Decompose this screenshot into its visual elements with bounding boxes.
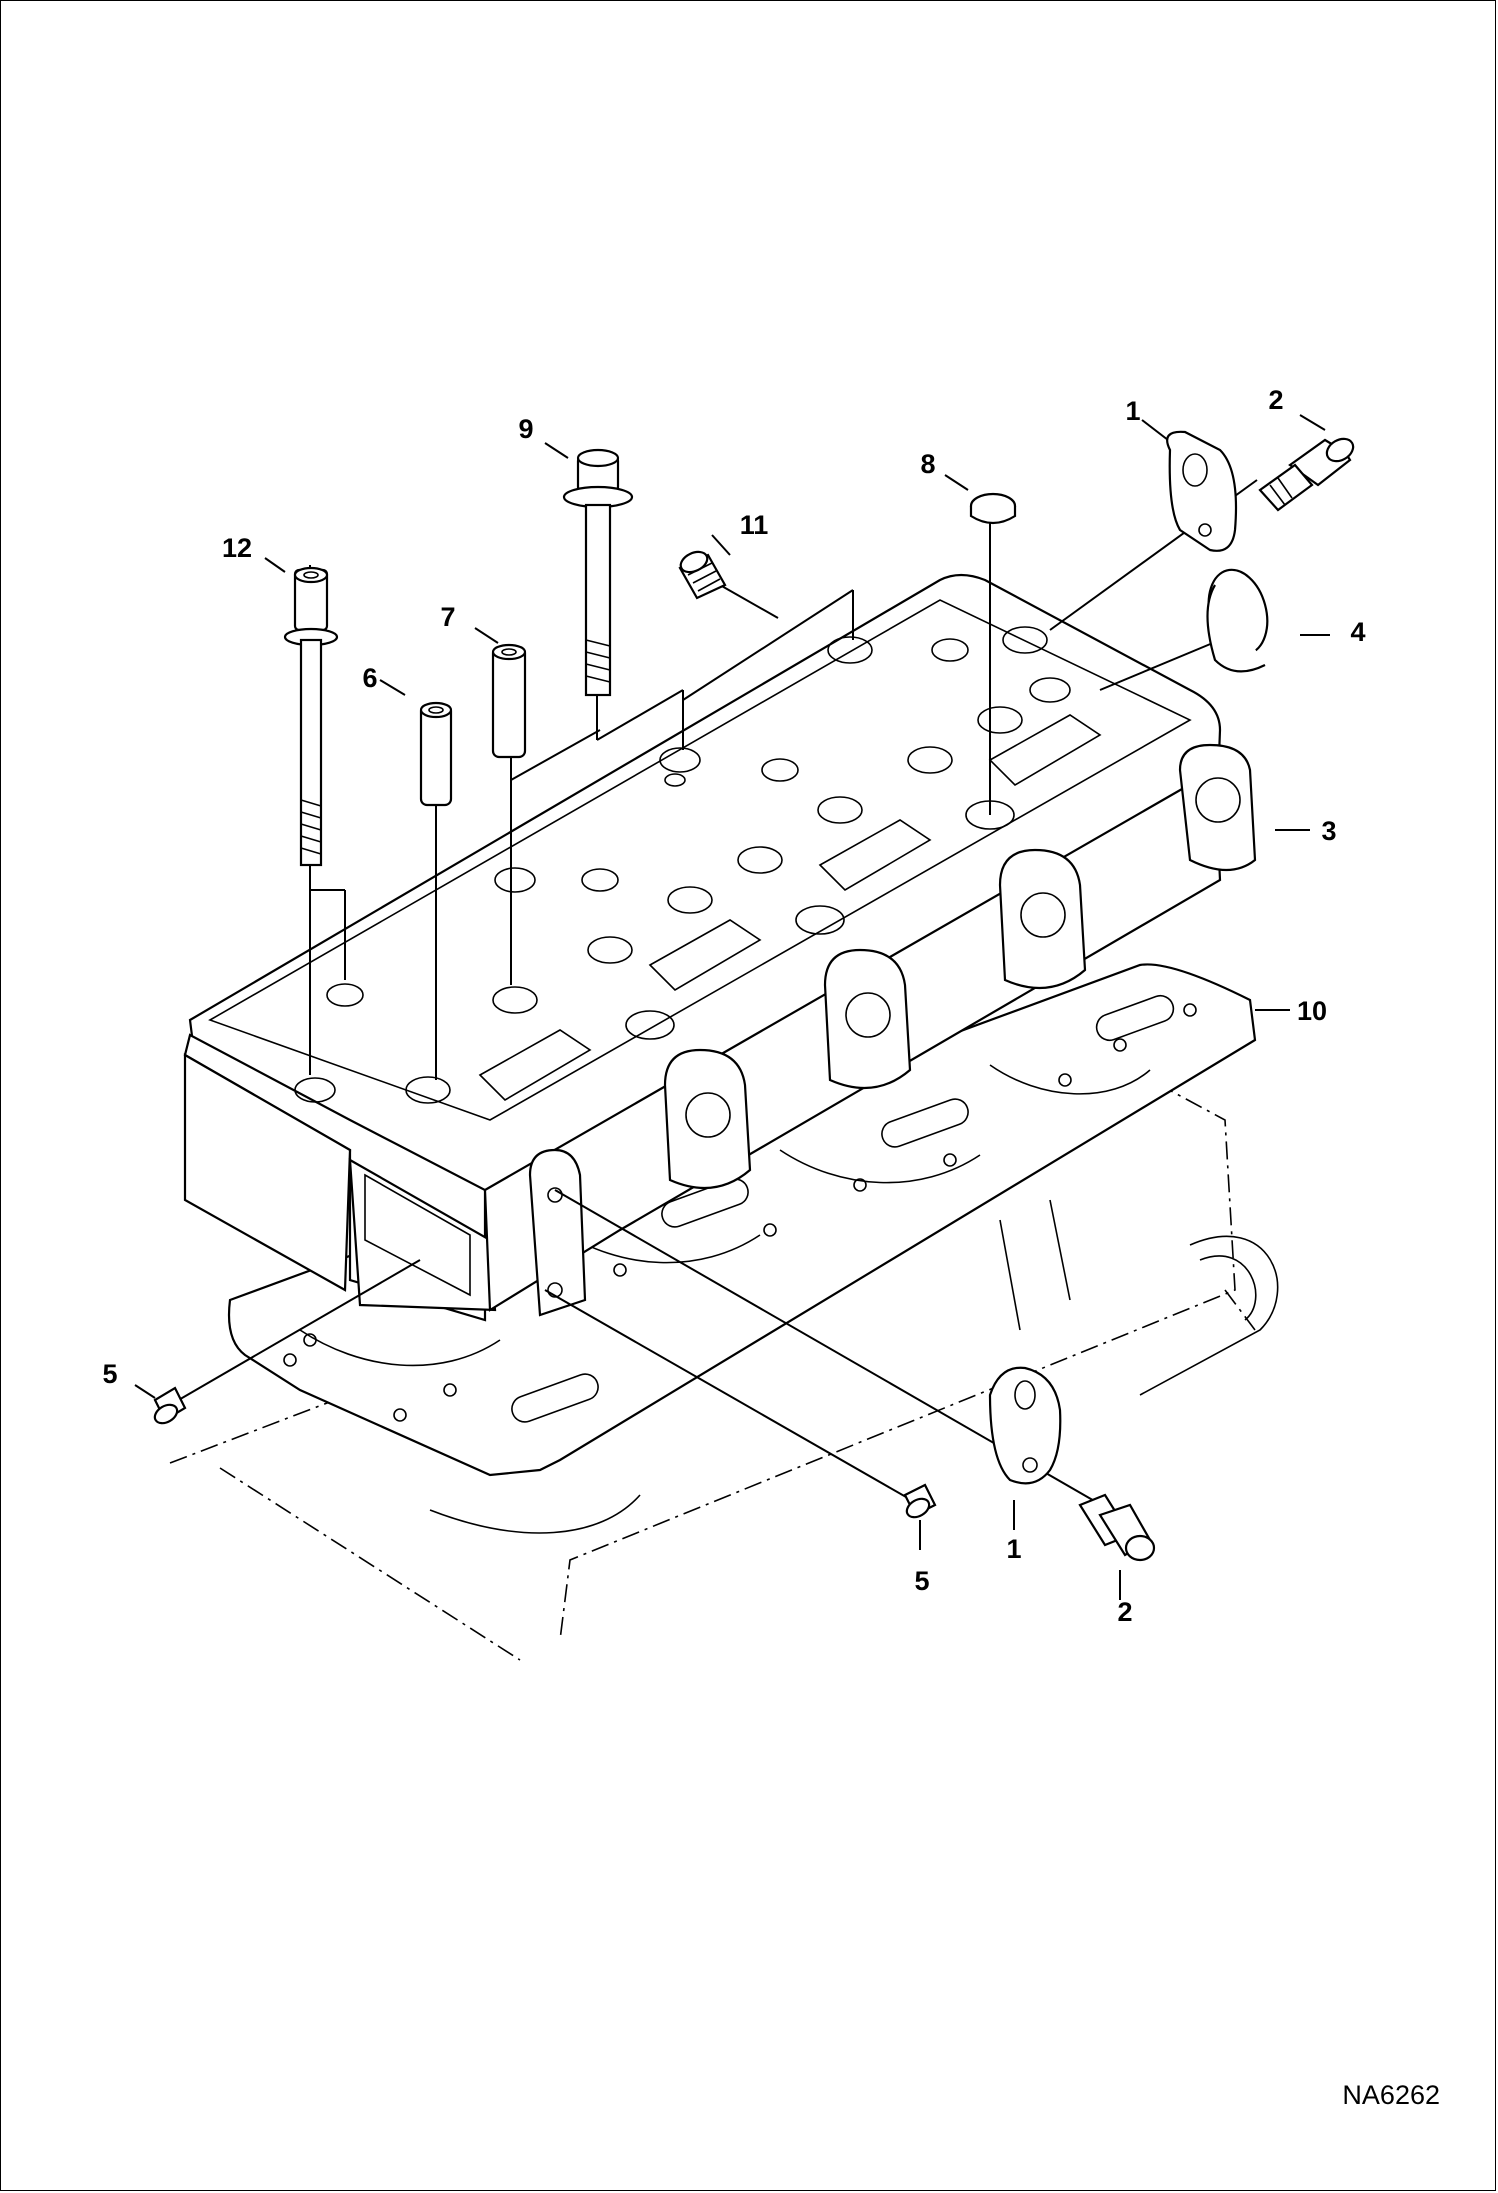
cylinder-head <box>183 573 1257 1322</box>
callout-5-right: 5 <box>914 1566 929 1596</box>
callout-12: 12 <box>222 533 252 563</box>
head-bolt-flange <box>562 448 634 697</box>
expansion-plug <box>1206 568 1269 673</box>
dowel-pin-6 <box>419 701 453 807</box>
callout-9: 9 <box>518 414 533 444</box>
callout-3: 3 <box>1321 816 1336 846</box>
lifting-bracket-top <box>1166 430 1238 552</box>
bracket-bolt-top <box>1258 437 1355 512</box>
plug-5-left <box>153 1386 187 1425</box>
plug-5-right <box>903 1483 937 1519</box>
lifting-bracket-bottom <box>988 1366 1062 1485</box>
callout-10: 10 <box>1297 996 1327 1026</box>
callout-4: 4 <box>1350 617 1365 647</box>
callout-1-top: 1 <box>1125 396 1140 426</box>
bracket-bolt-bottom <box>1078 1493 1156 1562</box>
callout-7: 7 <box>440 602 455 632</box>
callout-1-bottom: 1 <box>1006 1534 1021 1564</box>
callout-2-bottom: 2 <box>1117 1597 1132 1627</box>
valve-bores <box>294 626 1071 1104</box>
callout-11: 11 <box>740 510 769 540</box>
head-bolt-long <box>283 566 339 867</box>
callout-2-top: 2 <box>1268 385 1283 415</box>
callout-5-left: 5 <box>102 1359 117 1389</box>
dowel-pin-7 <box>491 643 527 759</box>
sealing-cap-8 <box>969 492 1017 525</box>
figure-id: NA6262 <box>1342 2080 1440 2110</box>
callout-6: 6 <box>362 663 377 693</box>
callout-labels: 1 2 3 4 5 5 6 7 8 9 10 11 12 1 2 <box>102 385 1365 1627</box>
plug-11 <box>678 550 727 600</box>
callout-8: 8 <box>920 449 935 479</box>
